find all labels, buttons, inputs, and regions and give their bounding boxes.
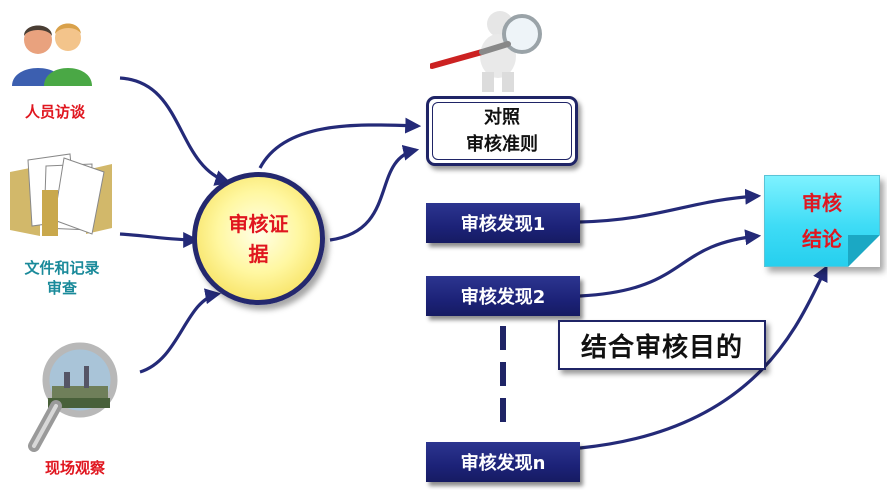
arrow-finding1-to-conclusion — [579, 188, 762, 224]
arrow-findingn-to-conclusion — [579, 265, 828, 450]
finding-n: 审核发现n — [426, 442, 580, 482]
continuation-dash-1 — [500, 326, 506, 350]
audit-purpose-box: 结合审核目的 — [558, 320, 766, 370]
conclusion-line2: 结论 — [802, 227, 842, 251]
conclusion-line1: 审核 — [802, 191, 842, 215]
figure-with-magnifier-icon — [429, 8, 550, 94]
arrow-documents-to-evidence — [119, 231, 200, 248]
criteria-line2: 审核准则 — [466, 134, 538, 155]
arrow-interview-to-evidence — [119, 76, 232, 186]
interview-label: 人员访谈 — [24, 103, 85, 121]
documents-label-line2: 审查 — [46, 279, 77, 297]
finding-1: 审核发现1 — [426, 203, 580, 243]
audit-criteria-box: 对照 审核准则 — [426, 96, 578, 166]
note-fold-corner — [848, 235, 880, 267]
continuation-dash-2 — [500, 362, 506, 386]
criteria-inner-border — [432, 102, 572, 160]
arrow-evidence-to-criteria-bottom — [329, 144, 420, 242]
finding-2: 审核发现2 — [426, 276, 580, 316]
people-icon — [8, 16, 92, 90]
arrow-evidence-to-criteria-top — [258, 117, 422, 169]
documents-icon — [6, 150, 118, 242]
criteria-line1: 对照 — [484, 107, 520, 128]
continuation-dash-3 — [500, 398, 506, 422]
arrow-onsite-to-evidence — [139, 288, 222, 374]
audit-conclusion-note: 审核 结论 — [764, 175, 880, 267]
arrow-finding2-to-conclusion — [579, 229, 762, 298]
evidence-line2: 据 — [248, 241, 269, 266]
onsite-label: 现场观察 — [44, 459, 105, 477]
evidence-line1: 审核证 — [228, 211, 289, 236]
documents-label-line1: 文件和记录 — [24, 259, 100, 277]
magnifier-site-icon — [18, 338, 128, 456]
audit-evidence-circle: 审核证 据 — [192, 172, 325, 305]
